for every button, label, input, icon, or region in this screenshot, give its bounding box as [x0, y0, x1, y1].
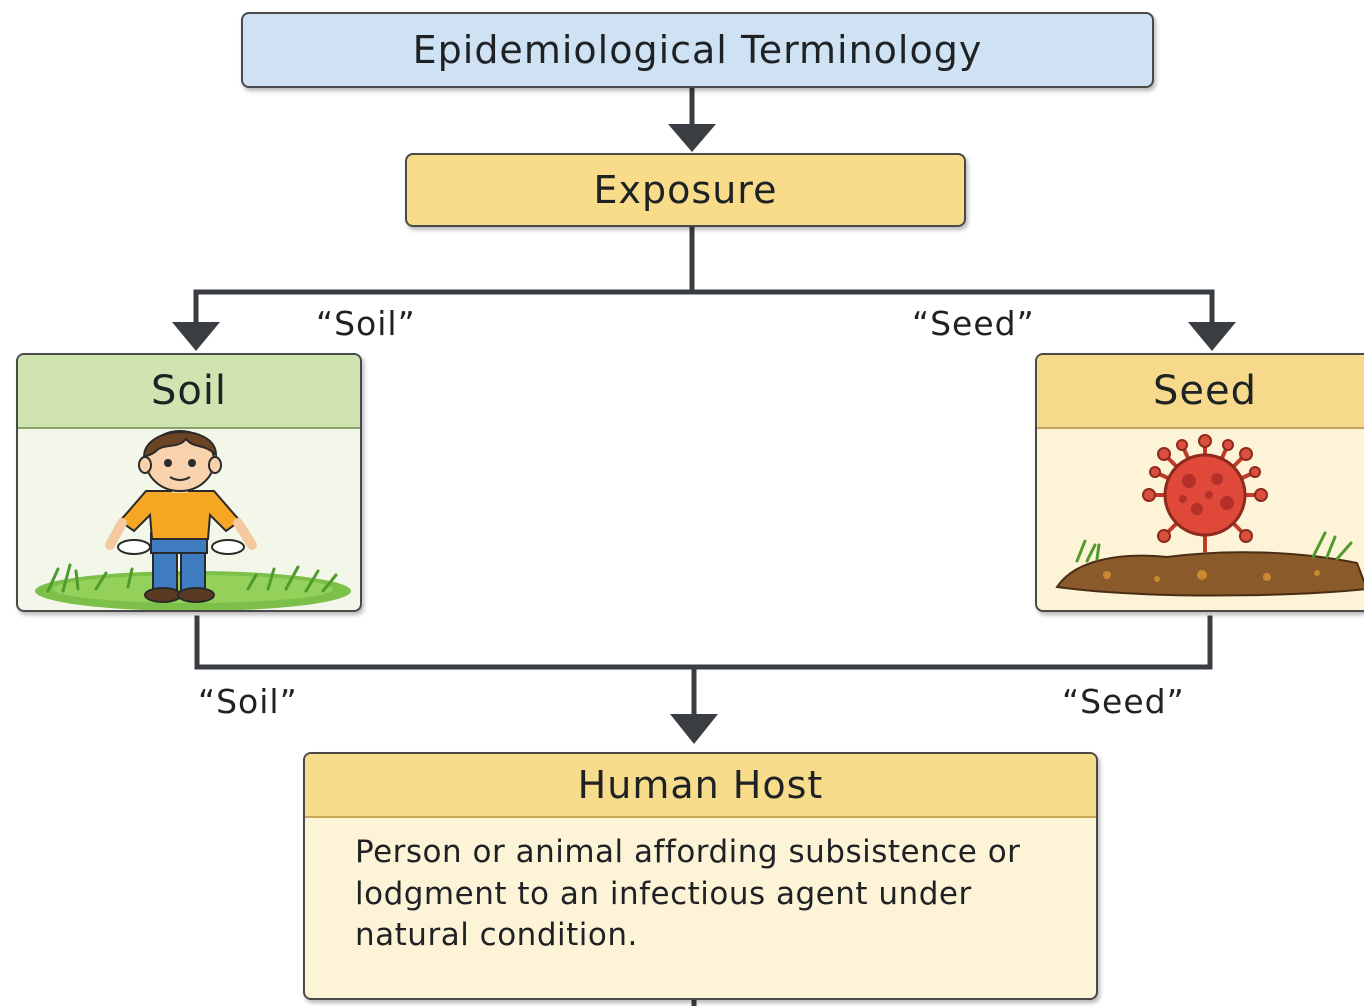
- arrow-to-host: [670, 714, 718, 744]
- arrow-to-seed: [1188, 322, 1236, 351]
- seed-node: Seed: [1035, 353, 1364, 612]
- exposure-node: Exposure: [405, 153, 966, 227]
- boy-on-grass-icon: [35, 430, 351, 610]
- seed-edge-label-bottom: “Seed”: [1062, 682, 1185, 721]
- seed-header: Seed: [1037, 355, 1364, 429]
- human-host-description: Person or animal affording subsistence o…: [355, 834, 1021, 953]
- diagram-title: Epidemiological Terminology: [241, 12, 1154, 88]
- seed-edge-label-top: “Seed”: [912, 304, 1035, 343]
- human-host-header: Human Host: [305, 754, 1096, 818]
- soil-node: Soil: [16, 353, 362, 612]
- exposure-label: Exposure: [593, 168, 778, 212]
- virus-on-soil-icon: [1055, 434, 1364, 597]
- arrow-to-exposure: [668, 124, 716, 152]
- human-host-title: Human Host: [577, 763, 824, 807]
- soil-title: Soil: [150, 368, 228, 414]
- soil-edge-label-bottom: “Soil”: [198, 682, 298, 721]
- seed-title: Seed: [1153, 368, 1257, 414]
- arrow-to-soil: [172, 322, 220, 351]
- soil-edge-label-top: “Soil”: [316, 304, 416, 343]
- human-host-node: Human Host Person or animal affording su…: [303, 752, 1098, 1000]
- diagram-title-text: Epidemiological Terminology: [412, 28, 983, 72]
- soil-header: Soil: [18, 355, 360, 429]
